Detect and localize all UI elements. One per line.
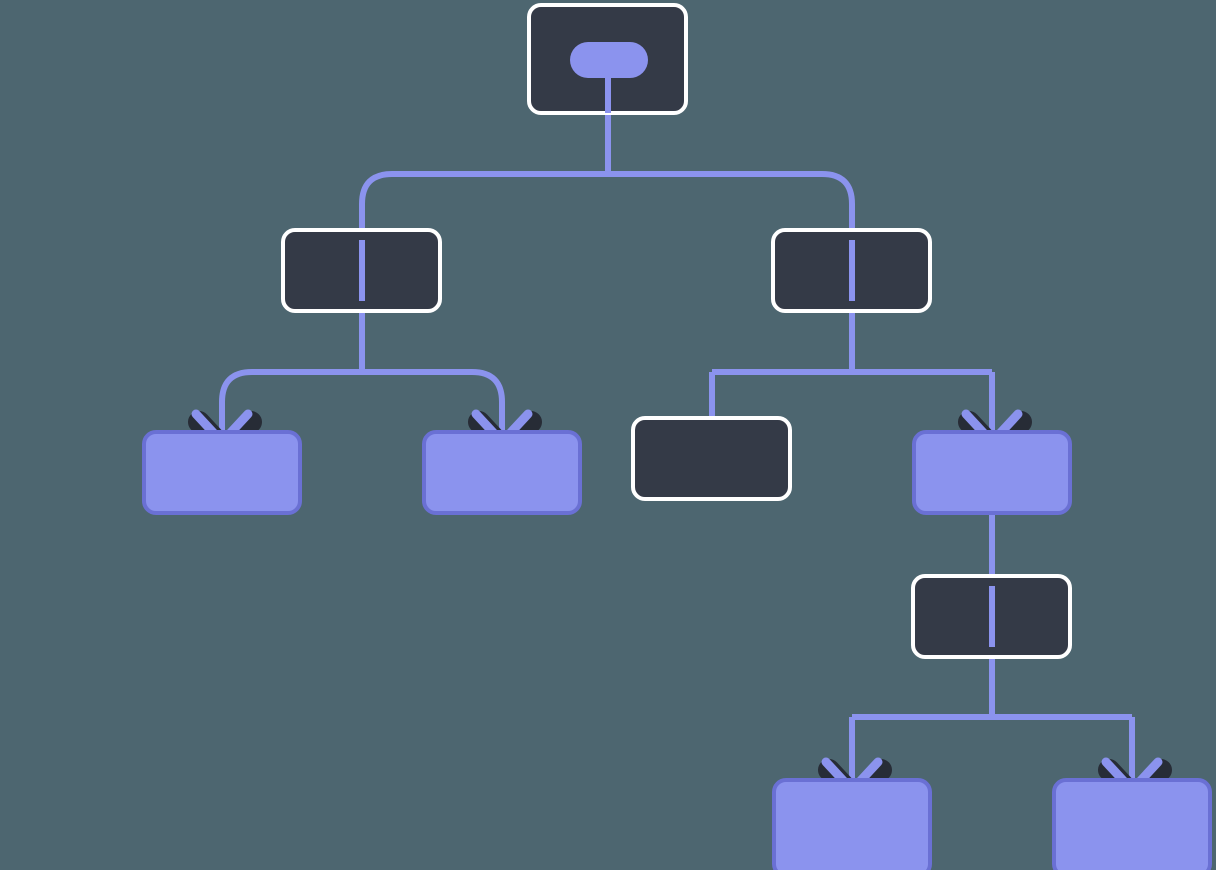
node-mark-layer xyxy=(359,42,995,647)
edge-root-to-branch-left xyxy=(359,171,608,232)
branch-node-right-child[interactable] xyxy=(912,430,1072,515)
light-node-layer xyxy=(142,430,1212,870)
leaf-node-4[interactable] xyxy=(1052,778,1212,870)
leaf-node-3[interactable] xyxy=(772,778,932,870)
root-pill-icon xyxy=(570,42,648,78)
leaf-node-2[interactable] xyxy=(422,430,582,515)
edge-root-to-branch-right xyxy=(608,171,855,232)
dark-leaf-node[interactable] xyxy=(631,416,792,501)
edge-branch-left-to-leaf-2 xyxy=(471,369,505,438)
edge-branch-left-to-leaf-1 xyxy=(219,369,253,438)
leaf-node-1[interactable] xyxy=(142,430,302,515)
